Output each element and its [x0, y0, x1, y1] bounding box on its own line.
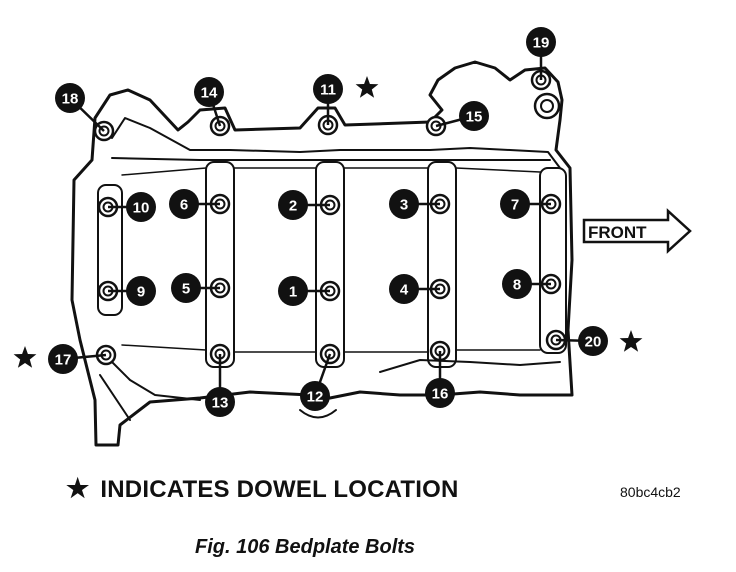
bolt-badge-8: 8	[502, 269, 532, 299]
bearing-webs	[97, 161, 567, 368]
bolt-badge-3: 3	[389, 189, 419, 219]
bay-lines	[121, 167, 541, 353]
badge-number-8: 8	[513, 277, 521, 294]
badge-circle-17	[48, 344, 78, 374]
badge-number-15: 15	[466, 109, 483, 126]
badge-number-14: 14	[201, 85, 218, 102]
bolt-badge-2: 2	[278, 190, 308, 220]
rear-boss-inner	[540, 99, 554, 113]
bolt-badge-13: 13	[205, 387, 235, 417]
bottom-arc	[299, 409, 337, 419]
front-label: FRONT	[588, 223, 647, 242]
badge-number-12: 12	[307, 389, 324, 406]
bolt-badge-20: 20	[578, 326, 608, 356]
star-icon: ★	[66, 473, 90, 503]
dowel-star-icon-11	[355, 76, 379, 98]
badge-number-16: 16	[432, 386, 449, 403]
badge-number-13: 13	[212, 395, 229, 412]
badge-circle-3	[389, 189, 419, 219]
bolt-badge-6: 6	[169, 189, 199, 219]
bolt-badge-16: 16	[425, 378, 455, 408]
legend-text: INDICATES DOWEL LOCATION	[100, 476, 459, 503]
bolt-badge-12: 12	[300, 381, 330, 411]
badge-circle-5	[171, 273, 201, 303]
figure-caption: Fig. 106 Bedplate Bolts	[195, 536, 416, 558]
badge-number-11: 11	[320, 82, 336, 99]
badge-circle-20	[578, 326, 608, 356]
bedplate-outline	[70, 60, 574, 447]
badge-number-5: 5	[182, 281, 190, 298]
bolt-badge-10: 10	[126, 192, 156, 222]
bolt-badge-17: 17	[48, 344, 78, 374]
rear-boss	[533, 92, 561, 120]
dowel-star-icon-20	[619, 330, 643, 352]
badge-circle-10	[126, 192, 156, 222]
dowel-legend: ★ INDICATES DOWEL LOCATION	[66, 473, 459, 504]
bolt-badge-4: 4	[389, 274, 419, 304]
badge-circle-1	[278, 276, 308, 306]
dowel-stars	[13, 76, 643, 368]
badge-number-6: 6	[180, 197, 188, 214]
badge-circle-15	[459, 101, 489, 131]
badge-number-20: 20	[585, 334, 602, 351]
bolt-badge-5: 5	[171, 273, 201, 303]
badge-circle-18	[55, 83, 85, 113]
front-arrow: FRONT	[582, 208, 692, 254]
front-arrow-shape	[582, 208, 692, 254]
badge-circle-16	[425, 378, 455, 408]
bedplate-outer-edge	[70, 60, 574, 447]
badge-number-18: 18	[62, 91, 79, 108]
badge-circle-11	[313, 74, 343, 104]
badge-circle-19	[526, 27, 556, 57]
bedplate-right-sweep	[379, 359, 561, 373]
badge-circle-4	[389, 274, 419, 304]
badge-number-4: 4	[400, 282, 409, 299]
badge-circle-14	[194, 77, 224, 107]
bolt-badge-19: 19	[526, 27, 556, 57]
bedplate-lower-sweep	[99, 359, 201, 421]
bolt-badge-1: 1	[278, 276, 308, 306]
badge-number-10: 10	[133, 200, 150, 217]
bolt-badge-11: 11	[313, 74, 343, 104]
badge-circle-6	[169, 189, 199, 219]
badge-number-7: 7	[511, 197, 519, 214]
badge-circle-7	[500, 189, 530, 219]
badge-circle-2	[278, 190, 308, 220]
image-code: 80bc4cb2	[620, 484, 681, 500]
badge-number-2: 2	[289, 198, 297, 215]
bedplate-inner-rim	[111, 117, 561, 169]
badge-number-1: 1	[289, 284, 297, 301]
badge-number-9: 9	[137, 284, 145, 301]
dowel-star-icon-17	[13, 346, 37, 368]
bolt-badge-14: 14	[194, 77, 224, 107]
bedplate-top-rail	[111, 157, 551, 161]
badge-circle-12	[300, 381, 330, 411]
bolt-badge-15: 15	[459, 101, 489, 131]
badge-number-3: 3	[400, 197, 408, 214]
badge-circle-8	[502, 269, 532, 299]
badge-number-19: 19	[533, 35, 550, 52]
badge-number-17: 17	[55, 352, 72, 369]
badge-circle-9	[126, 276, 156, 306]
bolt-badge-7: 7	[500, 189, 530, 219]
badge-circle-13	[205, 387, 235, 417]
bolt-badge-18: 18	[55, 83, 85, 113]
bolt-badge-9: 9	[126, 276, 156, 306]
